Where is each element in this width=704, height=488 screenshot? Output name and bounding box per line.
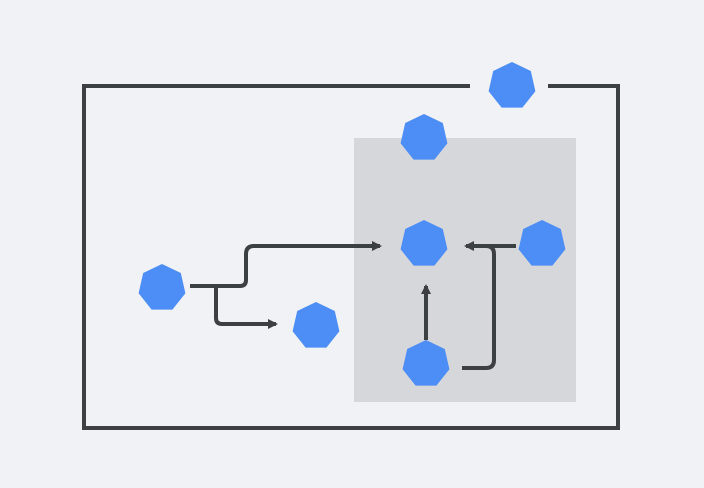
edge-left-to-left-target xyxy=(214,286,278,329)
node-region-top xyxy=(400,114,448,160)
edge-left-to-center xyxy=(190,241,382,288)
node-top-right-edge xyxy=(488,62,536,108)
node-region-bottom xyxy=(402,340,450,386)
node-region-center xyxy=(400,220,448,266)
inner-region xyxy=(354,138,576,402)
node-left-target xyxy=(292,302,340,348)
outer-boundary xyxy=(82,84,620,430)
node-left-source xyxy=(138,264,186,310)
nodes-layer xyxy=(138,62,566,386)
node-region-right xyxy=(518,220,566,266)
